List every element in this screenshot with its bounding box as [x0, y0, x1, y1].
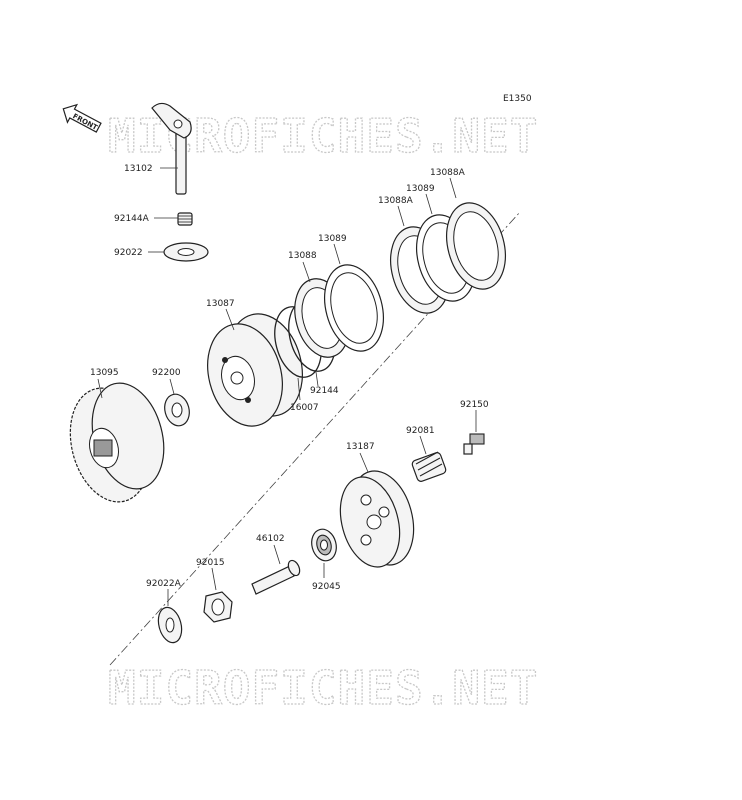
label-13088A-a: 13088A	[378, 196, 414, 206]
small-spring	[177, 212, 193, 226]
label-13089-b: 13089	[406, 184, 435, 194]
diagram-code: E1350	[503, 94, 532, 104]
clutch-hub	[207, 313, 303, 427]
label-92015: 92015	[196, 558, 225, 568]
push-rod	[251, 559, 301, 595]
friction-plate-13088A-b	[446, 202, 506, 290]
front-arrow-icon: FRONT	[62, 103, 102, 133]
label-13088A-b: 13088A	[430, 168, 466, 178]
label-13102: 13102	[124, 164, 153, 174]
washer-bottom	[157, 606, 183, 644]
label-92022A: 92022A	[146, 579, 182, 589]
label-16007: 16007	[290, 403, 319, 413]
label-92022: 92022	[114, 248, 143, 258]
label-13088: 13088	[288, 251, 317, 261]
label-46102: 46102	[256, 534, 285, 544]
label-13095: 13095	[90, 368, 119, 378]
label-92081: 92081	[406, 426, 435, 436]
clutch-housing	[69, 382, 165, 503]
label-92150: 92150	[460, 400, 489, 410]
label-92200: 92200	[152, 368, 181, 378]
steel-plate-13089-a	[324, 264, 384, 352]
bolt	[463, 433, 485, 455]
ball-bearing	[311, 528, 337, 562]
nut	[203, 591, 233, 623]
label-13087: 13087	[206, 299, 235, 309]
label-92144: 92144	[310, 386, 339, 396]
toothed-washer	[164, 393, 190, 427]
washer-top	[163, 242, 209, 262]
label-13187: 13187	[346, 442, 375, 452]
clutch-spring	[411, 451, 447, 482]
watermark-bottom: MICROFICHES.NET	[108, 661, 538, 715]
release-shaft	[151, 102, 192, 195]
label-13089-a: 13089	[318, 234, 347, 244]
pressure-plate	[339, 470, 415, 568]
label-92045: 92045	[312, 582, 341, 592]
label-92144A: 92144A	[114, 214, 150, 224]
